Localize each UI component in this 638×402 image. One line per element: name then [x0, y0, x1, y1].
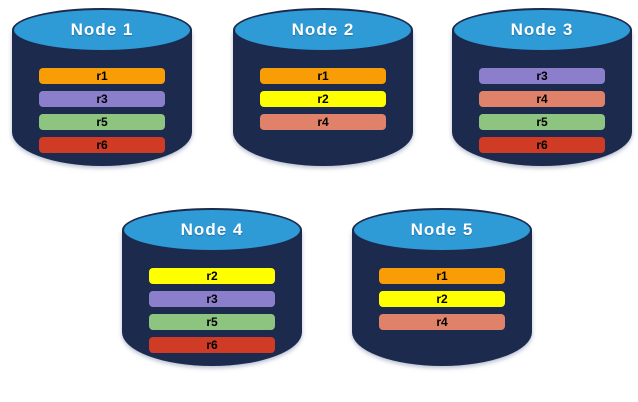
replica-bar[interactable]: r4: [479, 91, 605, 107]
replica-bar[interactable]: r5: [39, 114, 165, 130]
replica-bar[interactable]: r1: [260, 68, 386, 84]
cylinder-top-ellipse: [452, 8, 632, 52]
replica-bar[interactable]: r6: [479, 137, 605, 153]
replica-list: r2 r3 r5 r6: [122, 268, 302, 353]
replica-bar[interactable]: r4: [379, 314, 505, 330]
replica-bar[interactable]: r6: [149, 337, 275, 353]
replica-list: r1 r3 r5 r6: [12, 68, 192, 153]
replica-bar[interactable]: r4: [260, 114, 386, 130]
replica-list: r3 r4 r5 r6: [452, 68, 632, 153]
replica-bar[interactable]: r6: [39, 137, 165, 153]
replica-bar[interactable]: r5: [149, 314, 275, 330]
replica-list: r1 r2 r4: [352, 268, 532, 330]
replica-list: r1 r2 r4: [233, 68, 413, 130]
replica-bar[interactable]: r2: [379, 291, 505, 307]
replica-bar[interactable]: r3: [39, 91, 165, 107]
cylinder-top-ellipse: [233, 8, 413, 52]
replica-bar[interactable]: r3: [149, 291, 275, 307]
replica-bar[interactable]: r2: [149, 268, 275, 284]
replica-bar[interactable]: r5: [479, 114, 605, 130]
replica-bar[interactable]: r1: [39, 68, 165, 84]
cylinder-top-ellipse: [122, 208, 302, 252]
replica-bar[interactable]: r2: [260, 91, 386, 107]
cylinder-top-ellipse: [12, 8, 192, 52]
cylinder-top-ellipse: [352, 208, 532, 252]
replica-bar[interactable]: r3: [479, 68, 605, 84]
replica-bar[interactable]: r1: [379, 268, 505, 284]
